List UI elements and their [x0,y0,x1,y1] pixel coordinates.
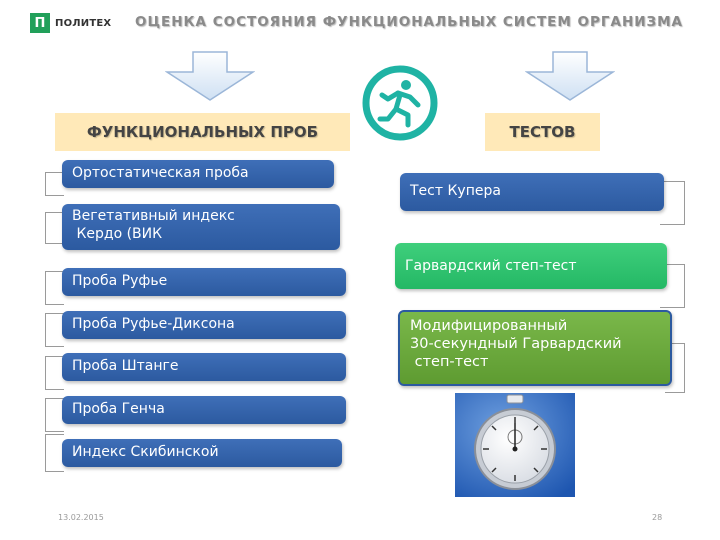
logo-text: ПОЛИТЕХ [55,17,112,29]
bracket-line [45,434,64,472]
item-modified-harvard-test: Модифицированный 30-секундный Гарвардски… [398,310,672,386]
footer-page-number: 28 [652,513,663,522]
bracket-line [660,181,685,225]
item-kerdo-index-line1: Вегетативный индекс [72,208,235,224]
item-modified-line1: Модифицированный [410,318,568,334]
bracket-line [45,212,64,244]
down-arrow-left-icon [165,50,255,102]
logo-mark: П [30,13,50,33]
item-stange-test: Проба Штанге [62,353,346,381]
item-harvard-step-test: Гарвардский степ-тест [395,243,667,289]
item-cooper-test: Тест Купера [400,173,664,211]
item-kerdo-index-line2: Кердо (ВИК [72,226,163,242]
bracket-line [45,271,64,305]
item-modified-line3: степ-тест [410,354,489,370]
bracket-line [660,264,685,308]
item-rufier-dickson-test: Проба Руфье-Диксона [62,311,346,339]
item-orthostatic-test: Ортостатическая проба [62,160,334,188]
bracket-line [665,343,685,393]
item-rufier-test: Проба Руфье [62,268,346,296]
item-kerdo-index: Вегетативный индекс Кердо (ВИК [62,204,340,250]
page-title: ОЦЕНКА СОСТОЯНИЯ ФУНКЦИОНАЛЬНЫХ СИСТЕМ О… [135,14,684,30]
footer-date: 13.02.2015 [58,513,104,522]
item-modified-line2: 30-секундный Гарвардский [410,336,622,352]
bracket-line [45,313,64,347]
down-arrow-right-icon [525,50,615,102]
item-skibinskaya-index: Индекс Скибинской [62,439,342,467]
item-gench-test: Проба Генча [62,396,346,424]
logo: П ПОЛИТЕХ [30,12,111,34]
bracket-line [45,398,64,432]
stopwatch-icon [455,393,575,501]
section-heading-functional-tests: ФУНКЦИОНАЛЬНЫХ ПРОБ [55,113,350,151]
running-man-icon [360,63,440,147]
bracket-line [45,356,64,390]
section-heading-tests: ТЕСТОВ [485,113,600,151]
bracket-line [45,172,64,196]
